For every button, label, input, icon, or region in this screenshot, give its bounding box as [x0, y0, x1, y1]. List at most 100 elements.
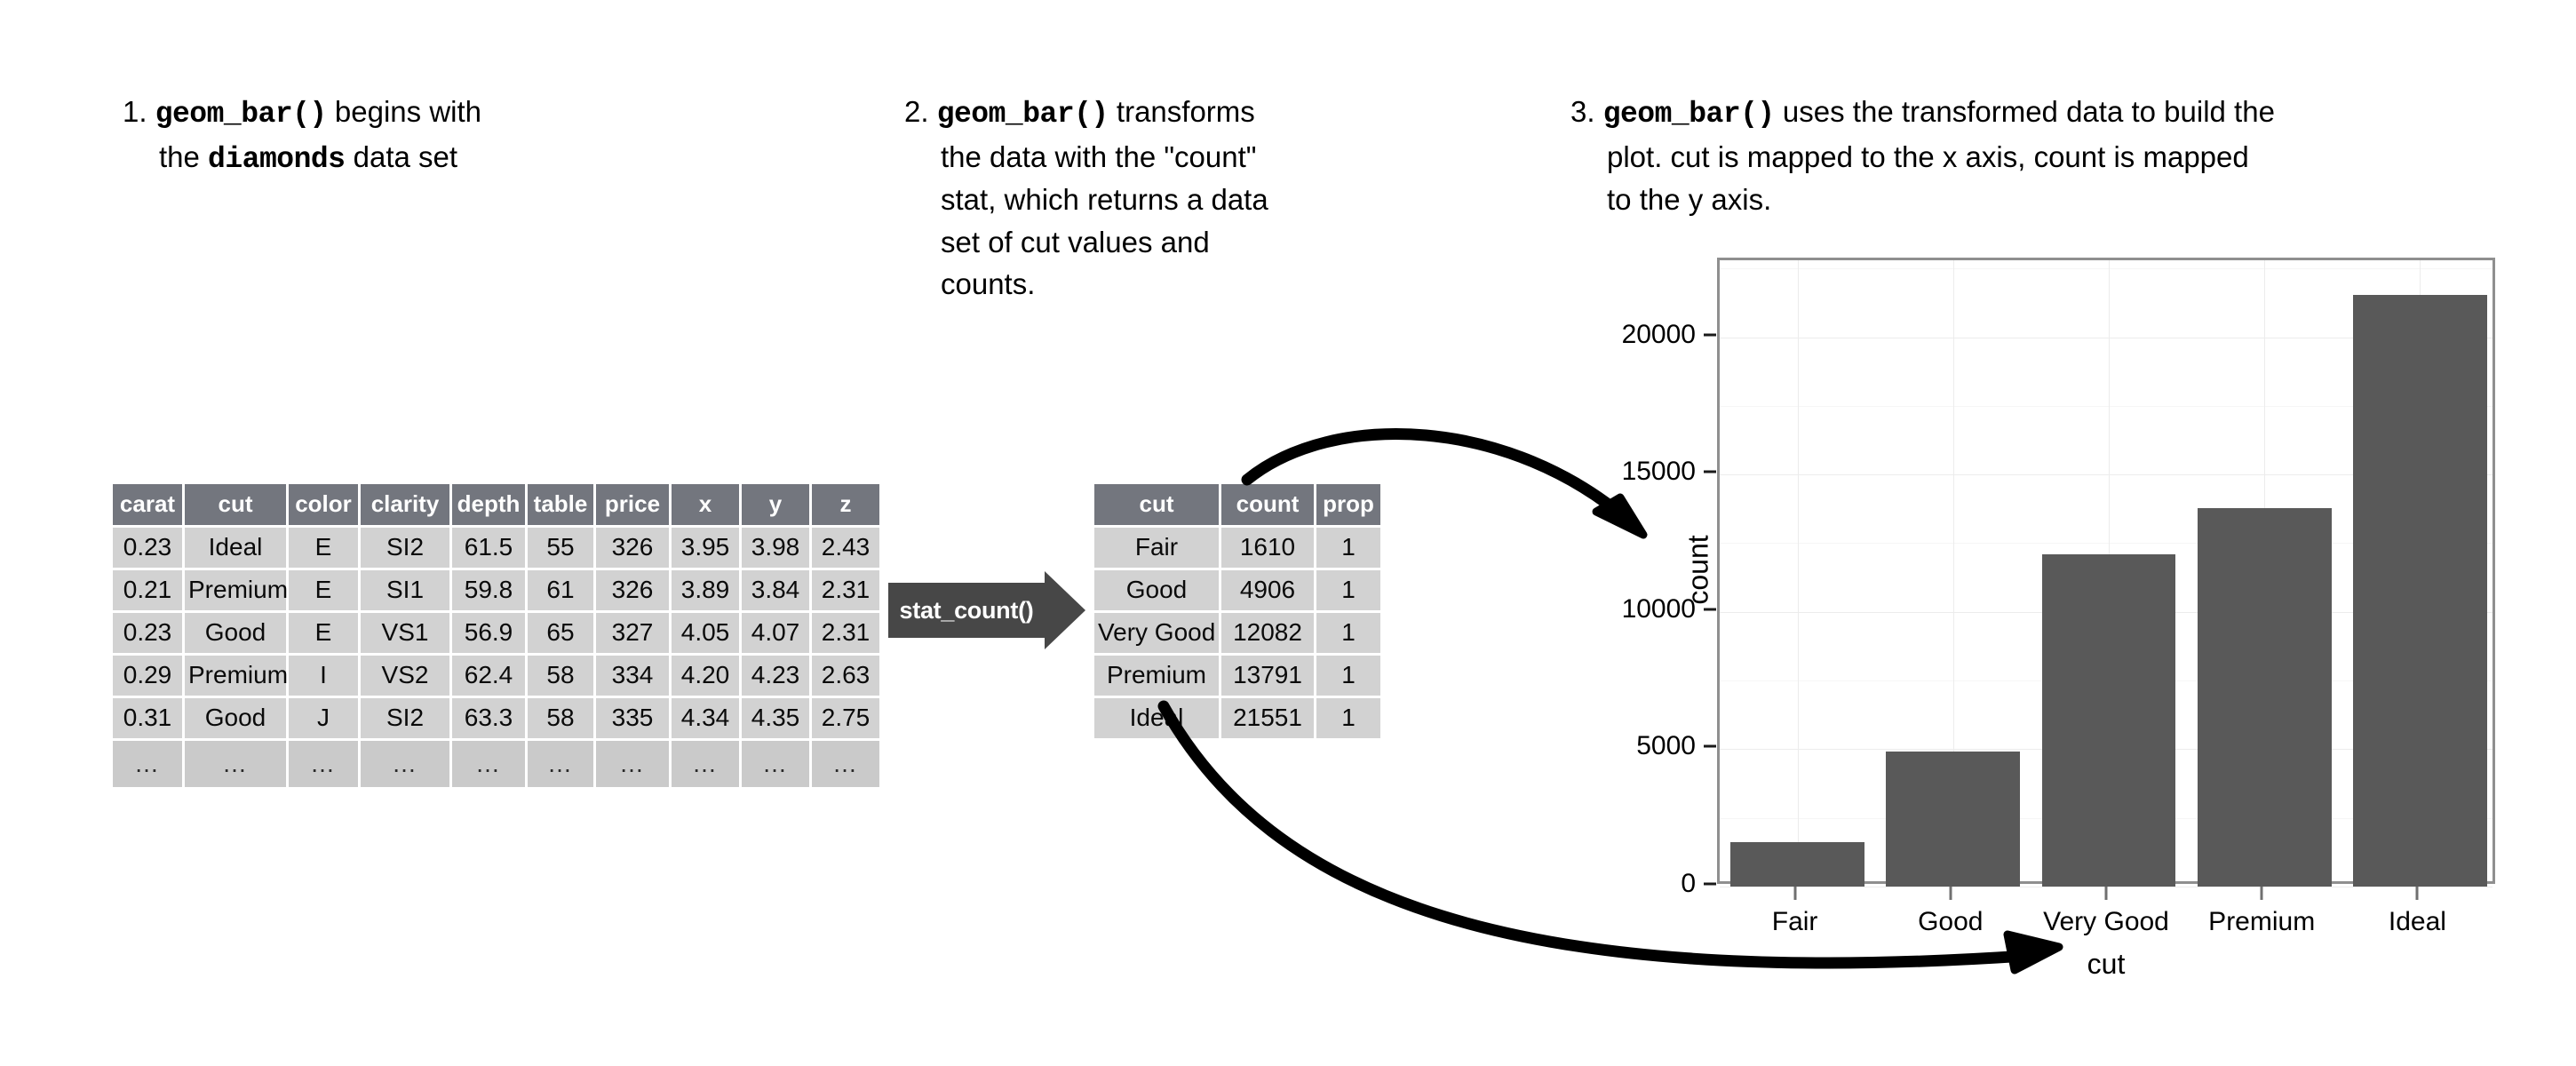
table-cell: E: [289, 570, 358, 610]
y-tick-label: 20000: [1621, 319, 1696, 349]
table-cell: VS1: [361, 613, 449, 653]
table-cell: …: [672, 741, 739, 787]
x-tick-mark: [2104, 887, 2108, 900]
table-cell: SI2: [361, 528, 449, 568]
arrow-head-to-xaxis-icon: [2003, 930, 2063, 975]
chart-plot-panel: [1717, 258, 2495, 887]
step-2-line5: counts.: [941, 267, 1036, 301]
x-tick-label: Premium: [2208, 907, 2316, 936]
x-tick-label: Ideal: [2388, 907, 2446, 936]
step-3-number: 3.: [1570, 95, 1595, 128]
table-cell: 3.95: [672, 528, 739, 568]
column-header: clarity: [361, 484, 449, 525]
table-cell: 0.21: [113, 570, 182, 610]
table-cell: 61.5: [452, 528, 525, 568]
table-cell: 55: [528, 528, 593, 568]
step-2-line1-text: transforms: [1108, 95, 1255, 128]
table-cell: …: [528, 741, 593, 787]
table-cell: 4.20: [672, 656, 739, 696]
arrow-head-to-plot-icon: [1592, 493, 1648, 539]
table-cell: Fair: [1094, 528, 1219, 568]
table-cell: 335: [596, 698, 669, 738]
y-tick-label: 5000: [1636, 731, 1696, 761]
table-cell: 56.9: [452, 613, 525, 653]
table-cell: Good: [185, 698, 286, 738]
step-3-line2: plot. cut is mapped to the x axis, count…: [1607, 139, 2249, 173]
table-cell: 1: [1316, 528, 1380, 568]
table-cell: Good: [1094, 570, 1219, 610]
table-cell: 4.07: [742, 613, 809, 653]
column-header: table: [528, 484, 593, 525]
table-cell: Ideal: [1094, 698, 1219, 738]
table-cell: 12082: [1221, 613, 1314, 653]
table-cell: 2.63: [812, 656, 879, 696]
table-cell: 63.3: [452, 698, 525, 738]
step-1-line1-text: begins with: [326, 95, 482, 128]
x-tick-mark: [1949, 887, 1952, 900]
minor-gridline: [1720, 268, 2493, 270]
x-tick-label: Fair: [1771, 907, 1818, 936]
table-cell: 21551: [1221, 698, 1314, 738]
bar-premium: [2197, 507, 2332, 887]
step-2-line2: the data with the "count": [941, 139, 1257, 173]
table-cell: Good: [185, 613, 286, 653]
table-cell: 58: [528, 656, 593, 696]
table-cell: 1610: [1221, 528, 1314, 568]
column-header: depth: [452, 484, 525, 525]
column-header: color: [289, 484, 358, 525]
column-header: x: [672, 484, 739, 525]
minor-gridline: [1720, 543, 2493, 545]
arrow-head-icon: [1045, 571, 1085, 649]
y-tick-label: 10000: [1621, 593, 1696, 624]
column-header: carat: [113, 484, 182, 525]
table-cell: …: [596, 741, 669, 787]
y-tick-mark: [1704, 744, 1716, 748]
table-cell: 62.4: [452, 656, 525, 696]
table-cell: 327: [596, 613, 669, 653]
table-cell: 2.31: [812, 613, 879, 653]
table-cell: I: [289, 656, 358, 696]
column-header: y: [742, 484, 809, 525]
step-2-number: 2.: [904, 95, 929, 128]
step-3-line3: to the y axis.: [1607, 182, 1772, 216]
step-1-caption: 1. geom_bar() begins with the diamonds d…: [123, 91, 584, 181]
step-3-line1-text: uses the transformed data to build the: [1774, 95, 2275, 128]
table-cell: …: [361, 741, 449, 787]
step-2-caption: 2. geom_bar() transforms the data with t…: [904, 91, 1402, 306]
table-cell: 2.75: [812, 698, 879, 738]
table-cell: …: [185, 741, 286, 787]
step-2-code-geom-bar: geom_bar(): [936, 98, 1109, 131]
stat-count-label: stat_count(): [888, 583, 1045, 638]
table-cell: VS2: [361, 656, 449, 696]
column-header: price: [596, 484, 669, 525]
table-cell: 0.29: [113, 656, 182, 696]
major-gridline: [1720, 474, 2493, 476]
table-cell: 4.35: [742, 698, 809, 738]
table-cell: 326: [596, 528, 669, 568]
step-1-line2-post: data set: [345, 139, 458, 173]
step-2-line3: stat, which returns a data: [941, 182, 1268, 216]
x-tick-label: Very Good: [2043, 907, 2169, 936]
table-cell: 2.43: [812, 528, 879, 568]
x-tick-label: Good: [1918, 907, 1984, 936]
table-cell: 4.34: [672, 698, 739, 738]
y-tick-mark: [1704, 882, 1716, 886]
category-gridline: [1952, 260, 1954, 881]
column-header: z: [812, 484, 879, 525]
table-cell: Premium: [1094, 656, 1219, 696]
table-cell: 65: [528, 613, 593, 653]
bar-very-good: [2041, 554, 2176, 887]
table-cell: 2.31: [812, 570, 879, 610]
table-cell: …: [452, 741, 525, 787]
table-cell: 1: [1316, 613, 1380, 653]
table-cell: E: [289, 613, 358, 653]
